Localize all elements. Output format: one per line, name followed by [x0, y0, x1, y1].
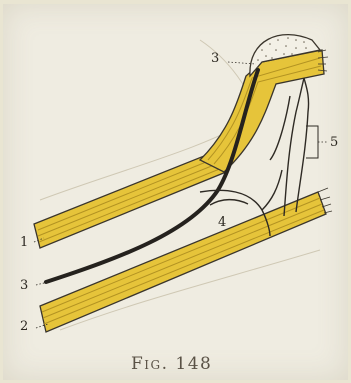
upper-tendon-band	[34, 152, 226, 248]
label-1: 1	[20, 235, 28, 250]
leader-lines	[34, 62, 328, 328]
label-3: 3	[20, 278, 28, 293]
label-5: 5	[330, 135, 338, 150]
bracket-5	[306, 126, 318, 158]
label-4: 4	[218, 215, 226, 230]
label-2: 2	[20, 319, 28, 334]
figure-caption: Fig. 148	[131, 354, 241, 378]
label-3-prime: 3	[211, 51, 219, 66]
